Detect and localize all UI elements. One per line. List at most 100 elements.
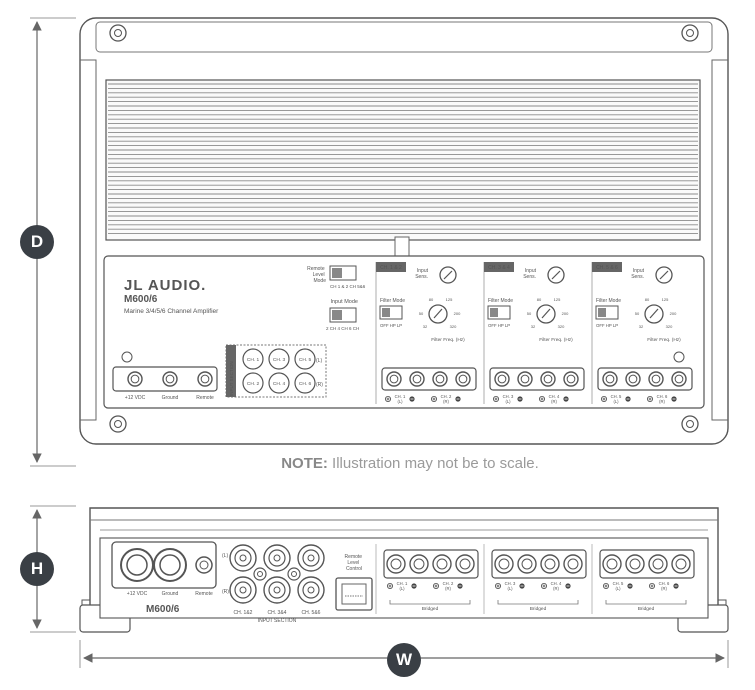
filter-freq-label: Filter Freq. (Hz) bbox=[539, 337, 573, 343]
front-speaker-terminal-core bbox=[459, 558, 471, 570]
filter-freq-dial-icon[interactable] bbox=[536, 304, 556, 324]
input-sens-knob-icon[interactable] bbox=[439, 266, 457, 284]
speaker-terminal[interactable] bbox=[432, 371, 448, 387]
speaker-right-label: CH. 2(R) bbox=[441, 394, 452, 404]
speaker-terminal-block bbox=[597, 367, 693, 391]
bridged-label-line: Bridged bbox=[638, 606, 655, 612]
front-speaker-terminal[interactable] bbox=[540, 554, 560, 574]
filter-freq-dial-icon[interactable] bbox=[644, 304, 664, 324]
freq-tick-line: 125 bbox=[554, 297, 561, 302]
speaker-terminal[interactable] bbox=[517, 371, 533, 387]
speaker-terminal[interactable] bbox=[602, 371, 618, 387]
front-left-plus-mark bbox=[604, 584, 608, 588]
front-rca-jack[interactable] bbox=[297, 544, 325, 572]
input-sens-label-line: Sens. bbox=[415, 274, 428, 280]
rca-input-jack[interactable]: CH. 6 bbox=[294, 372, 316, 394]
rca-input-jack[interactable]: CH. 4 bbox=[268, 372, 290, 394]
rca-input-label-line: CH. 4 bbox=[273, 381, 286, 387]
top-power-terminal-core bbox=[200, 374, 210, 384]
speaker-right-label: CH. 4(R) bbox=[549, 394, 560, 404]
speaker-terminal[interactable] bbox=[409, 371, 425, 387]
freq-tick: 50 bbox=[419, 311, 424, 316]
speaker-terminal-core bbox=[543, 374, 553, 384]
filter-freq-dial-icon[interactable] bbox=[428, 304, 448, 324]
front-speaker-terminal[interactable] bbox=[494, 554, 514, 574]
front-speaker-terminal[interactable] bbox=[671, 554, 691, 574]
freq-tick-line: 50 bbox=[419, 311, 424, 316]
front-rca-jack[interactable] bbox=[263, 544, 291, 572]
front-speaker-block bbox=[491, 549, 587, 579]
filter-mode-options: OFF HP LP bbox=[596, 323, 618, 328]
freq-tick-line: 80 bbox=[537, 297, 542, 302]
speaker-terminal-block bbox=[489, 367, 585, 391]
speaker-terminal[interactable] bbox=[386, 371, 402, 387]
front-rca-jack[interactable] bbox=[229, 576, 257, 604]
front-speaker-terminal[interactable] bbox=[455, 554, 475, 574]
front-speaker-terminal-core bbox=[544, 558, 556, 570]
filter-mode-slider bbox=[598, 308, 606, 317]
top-power-terminal[interactable] bbox=[197, 371, 213, 387]
front-speaker-terminal[interactable] bbox=[625, 554, 645, 574]
freq-tick-line: 320 bbox=[450, 324, 457, 329]
front-speaker-terminal[interactable] bbox=[563, 554, 583, 574]
front-rca-jack[interactable] bbox=[297, 576, 325, 604]
front-small-jack[interactable] bbox=[253, 567, 267, 581]
front-speaker-terminal-core bbox=[652, 558, 664, 570]
front-speaker-group: CH. 1(L)CH. 2(R)Bridged bbox=[375, 544, 479, 614]
freq-tick-line: 50 bbox=[635, 311, 640, 316]
top-power-label: Ground bbox=[162, 395, 179, 401]
front-rca-jack[interactable] bbox=[229, 544, 257, 572]
input-sens-knob-icon[interactable] bbox=[547, 266, 565, 284]
rca-input-label-line: CH. 2 bbox=[247, 381, 260, 387]
channel-tag-label: CH. 1 & 2 bbox=[380, 265, 402, 271]
speaker-terminal-core bbox=[412, 374, 422, 384]
speaker-terminal[interactable] bbox=[494, 371, 510, 387]
front-speaker-terminal[interactable] bbox=[409, 554, 429, 574]
speaker-terminal[interactable] bbox=[625, 371, 641, 387]
channel-tag bbox=[376, 262, 406, 272]
speaker-terminal[interactable] bbox=[540, 371, 556, 387]
channel-tag-label-line: CH. 3 & 4 bbox=[488, 265, 510, 271]
top-power-terminal-core bbox=[130, 374, 140, 384]
front-speaker-left-label-line: (L) bbox=[615, 586, 621, 591]
filter-freq-label: Filter Freq. (Hz) bbox=[647, 337, 681, 343]
front-speaker-left-label: CH. 1(L) bbox=[397, 581, 408, 591]
speaker-right-label-line: (R) bbox=[659, 399, 665, 404]
input-sens-knob-icon[interactable] bbox=[655, 266, 673, 284]
rca-input-label-line: CH. 1 bbox=[247, 357, 260, 363]
speaker-terminal[interactable] bbox=[648, 371, 664, 387]
speaker-terminal[interactable] bbox=[671, 371, 687, 387]
top-power-terminal[interactable] bbox=[127, 371, 143, 387]
rca-input-jack[interactable]: CH. 3 bbox=[268, 348, 290, 370]
front-rca-jack[interactable] bbox=[263, 576, 291, 604]
brand-logo: JL AUDIO. bbox=[124, 277, 206, 294]
front-right-plus-mark bbox=[434, 584, 438, 588]
front-rca-pin bbox=[307, 586, 315, 594]
speaker-terminal[interactable] bbox=[455, 371, 471, 387]
rca-input-jack[interactable]: CH. 2 bbox=[242, 372, 264, 394]
front-speaker-left-label-line: (L) bbox=[399, 586, 405, 591]
top-power-terminal[interactable] bbox=[162, 371, 178, 387]
rca-input-jack[interactable]: CH. 1 bbox=[242, 348, 264, 370]
front-speaker-terminal[interactable] bbox=[648, 554, 668, 574]
remote-level-line1: Remote bbox=[307, 266, 325, 272]
speaker-left-label-line: CH. 5 bbox=[611, 394, 622, 399]
front-speaker-group: CH. 5(L)CH. 6(R)Bridged bbox=[591, 544, 695, 614]
front-power-label-12v: +12 VDC bbox=[127, 591, 148, 597]
mounting-hole-icon bbox=[109, 24, 699, 433]
note-text: Illustration may not be to scale. bbox=[332, 455, 539, 472]
bridged-bracket bbox=[605, 600, 687, 605]
front-speaker-terminal[interactable] bbox=[602, 554, 622, 574]
front-speaker-terminal[interactable] bbox=[517, 554, 537, 574]
speaker-terminal[interactable] bbox=[563, 371, 579, 387]
front-speaker-terminal[interactable] bbox=[432, 554, 452, 574]
front-speaker-right-label-line: (R) bbox=[445, 586, 451, 591]
speaker-right-label-line: (R) bbox=[443, 399, 449, 404]
rca-input-jack[interactable]: CH. 5 bbox=[294, 348, 316, 370]
front-small-jack[interactable] bbox=[287, 567, 301, 581]
freq-tick: 200 bbox=[454, 311, 461, 316]
front-speaker-terminal[interactable] bbox=[386, 554, 406, 574]
note-label: NOTE: bbox=[281, 455, 328, 472]
